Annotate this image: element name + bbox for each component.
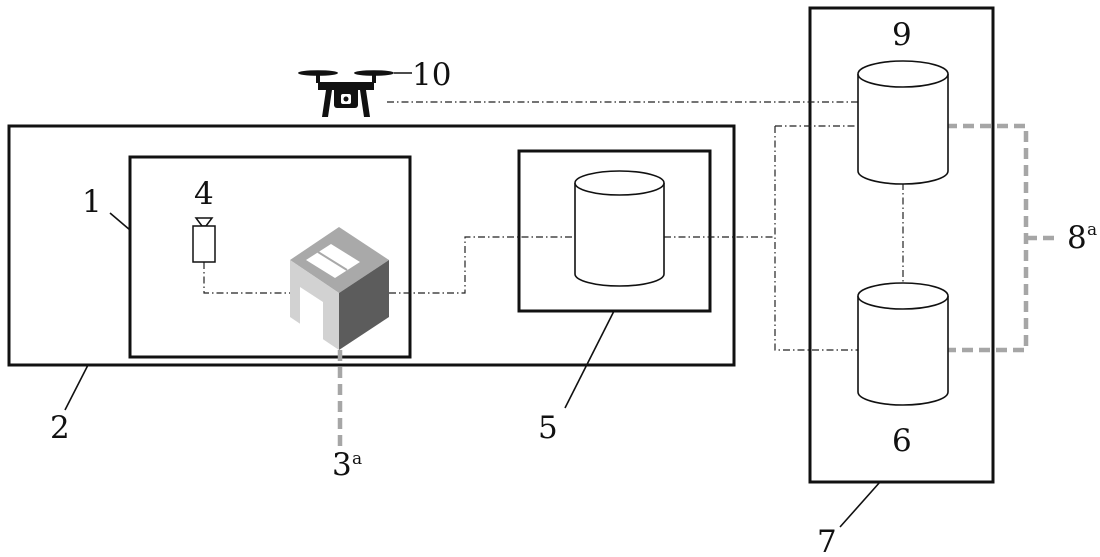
- cube-device-icon: [290, 227, 389, 350]
- label-2: 2: [50, 410, 70, 446]
- database-9-icon: [857, 60, 949, 185]
- label-6: 6: [892, 423, 912, 459]
- database-5-icon: [574, 170, 665, 287]
- container-5: [517, 149, 712, 313]
- label-8-superscript: a: [1087, 220, 1097, 240]
- label-5: 5: [538, 410, 558, 446]
- label-3-superscript: a: [352, 449, 362, 469]
- label-3: 3: [332, 447, 352, 483]
- label-8: 8: [1067, 220, 1087, 256]
- label-4: 4: [194, 176, 214, 212]
- label-1: 1: [82, 184, 102, 220]
- database-6-icon: [857, 282, 949, 406]
- container-7: [808, 6, 995, 484]
- camera-icon: [192, 217, 216, 263]
- thick-dashed-links: [337, 123, 1060, 454]
- leader-lines: [64, 212, 881, 528]
- drone-icon: [298, 70, 412, 117]
- label-10: 10: [412, 57, 451, 93]
- label-9: 9: [892, 17, 912, 53]
- label-7: 7: [817, 524, 837, 557]
- dashdot-links: [203, 101, 904, 351]
- container-1: [128, 155, 412, 359]
- container-2: [7, 124, 736, 367]
